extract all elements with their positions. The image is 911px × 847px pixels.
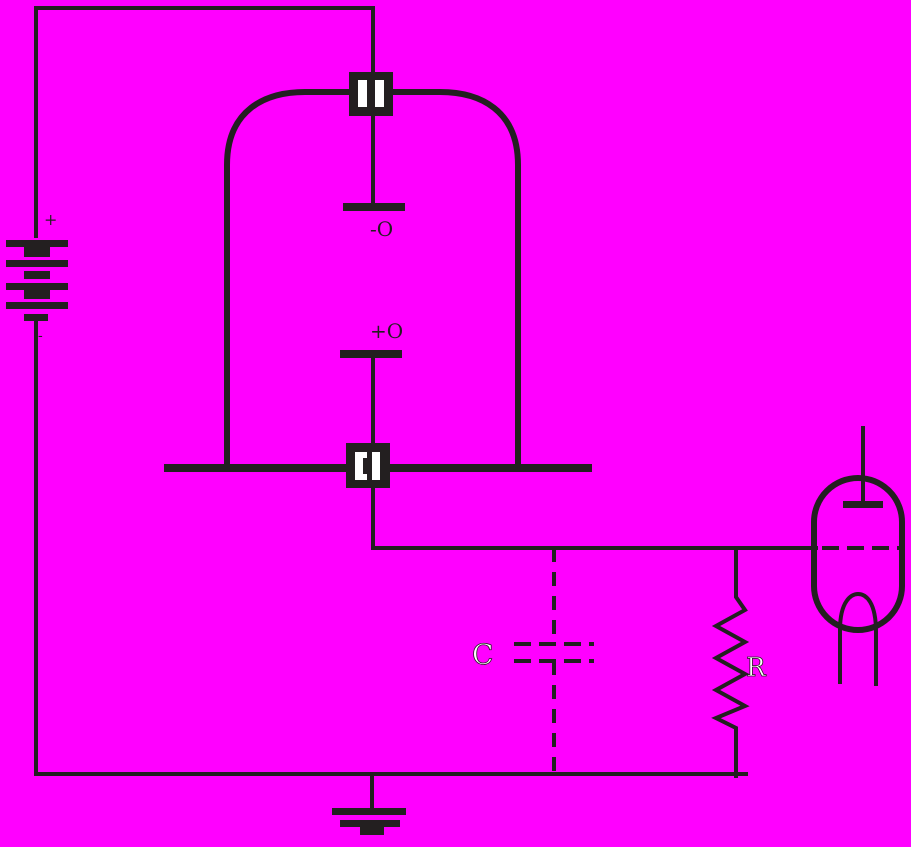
battery-minus-label: -: [38, 328, 43, 344]
resistor: R: [711, 548, 767, 778]
resistor-label: R: [746, 653, 767, 683]
lower-electrode: +O: [340, 319, 403, 445]
wire-signal: [371, 488, 818, 550]
capacitor-label: C: [472, 638, 493, 671]
capacitor: C: [472, 548, 594, 774]
bottom-insulator: [346, 443, 390, 488]
upper-electrode-label: -O: [370, 217, 393, 241]
vacuum-tube: [811, 426, 905, 686]
lower-electrode-label: +O: [370, 319, 403, 343]
wire-top: [34, 6, 375, 238]
battery: + -: [6, 210, 68, 344]
ground-symbol: [332, 774, 406, 835]
battery-plus-label: +: [44, 210, 57, 229]
top-insulator: [349, 72, 393, 116]
upper-electrode: -O: [343, 116, 405, 241]
